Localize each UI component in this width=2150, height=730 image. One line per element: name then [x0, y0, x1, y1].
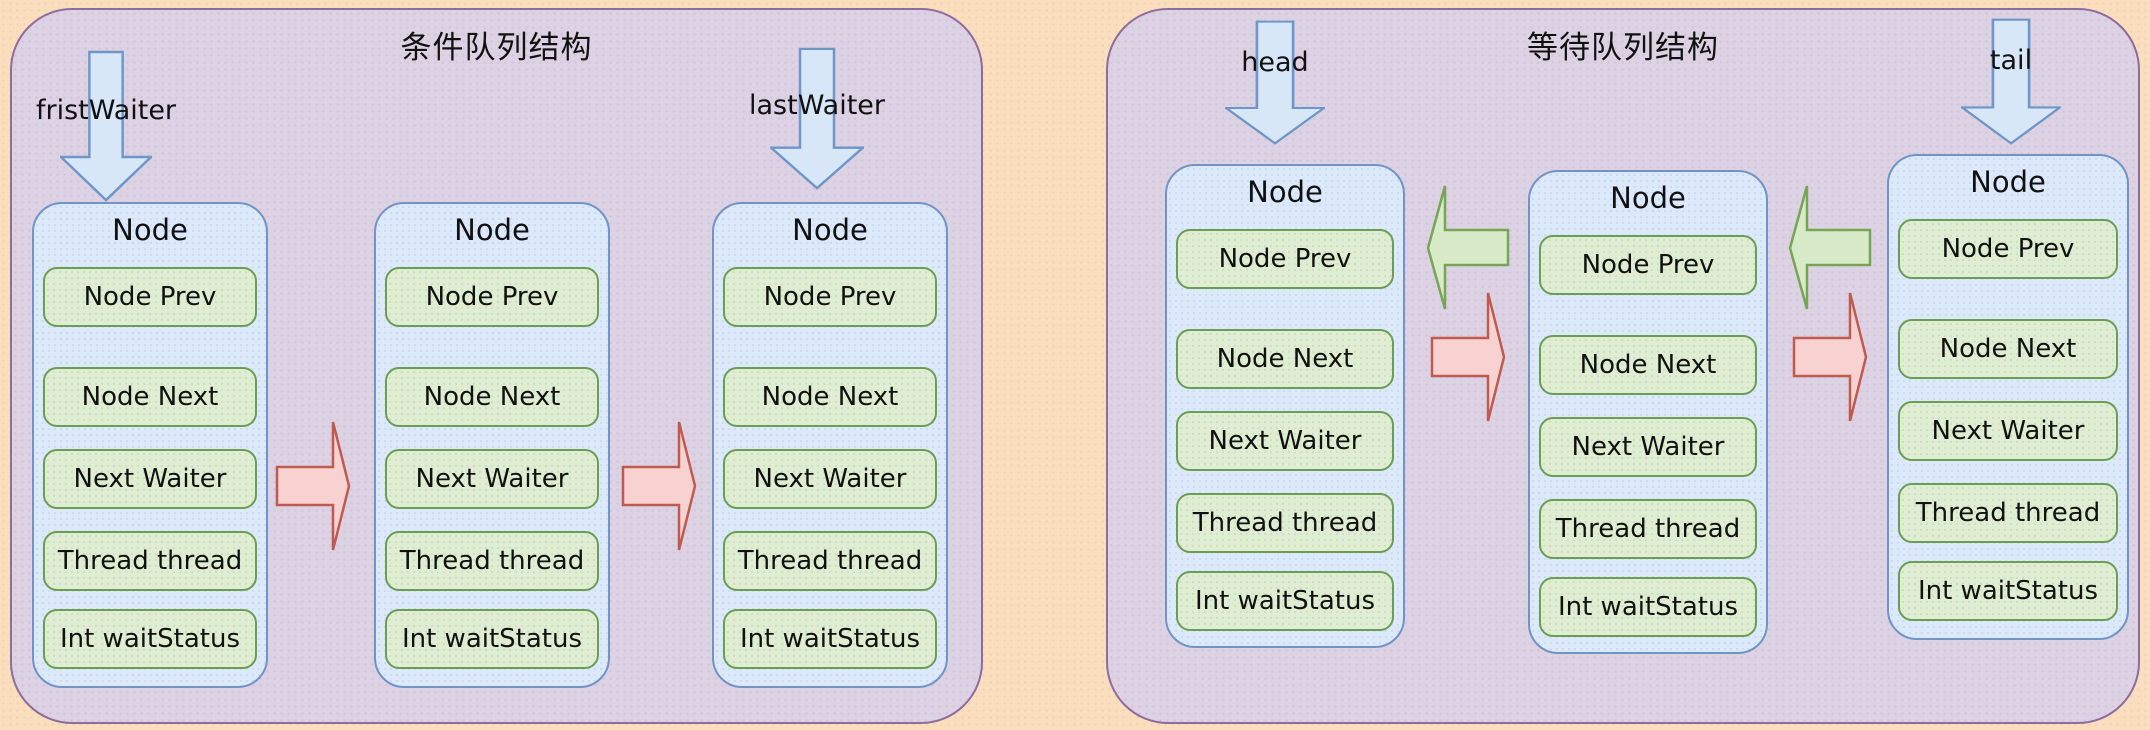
node-field: Node Next [385, 367, 599, 427]
node-title: Node [112, 213, 188, 247]
node-field: Thread thread [43, 531, 257, 591]
node-field: Next Waiter [43, 449, 257, 509]
node-title: Node [1970, 165, 2046, 199]
node-field: Thread thread [1898, 483, 2118, 543]
node-field: Node Next [723, 367, 937, 427]
node-field: Int waitStatus [1898, 561, 2118, 621]
node: Node Node Prev Node Next Next Waiter Thr… [374, 202, 610, 688]
pointer-head: head [1225, 20, 1325, 145]
node: Node Node Prev Node Next Next Waiter Thr… [1528, 170, 1768, 654]
node-title: Node [1610, 181, 1686, 215]
node-title: Node [1247, 175, 1323, 209]
node-field: Thread thread [385, 531, 599, 591]
node: Node Node Prev Node Next Next Waiter Thr… [1887, 154, 2129, 640]
node: Node Node Prev Node Next Next Waiter Thr… [32, 202, 268, 688]
node-field: Node Next [1176, 329, 1394, 389]
node-field: Node Next [1539, 335, 1757, 395]
next-pointer-arrow-icon [1430, 291, 1506, 423]
down-arrow-icon [60, 50, 152, 202]
pointer-label: head [1241, 47, 1309, 78]
node-field: Int waitStatus [43, 609, 257, 669]
node-field: Next Waiter [1898, 401, 2118, 461]
node-title: Node [454, 213, 530, 247]
node-field: Node Prev [43, 267, 257, 327]
node-field: Thread thread [1539, 499, 1757, 559]
pointer-label: fristWaiter [35, 95, 177, 126]
pointer-lastwaiter: lastWaiter [749, 47, 885, 190]
node-field: Thread thread [723, 531, 937, 591]
pointer-tail: tail [1961, 18, 2061, 145]
pointer-fristwaiter: fristWaiter [36, 50, 176, 202]
panel-title: 条件队列结构 [400, 30, 593, 66]
panel-title: 等待队列结构 [1527, 30, 1719, 66]
next-pointer-arrow-icon [275, 420, 351, 552]
next-pointer-arrow-icon [621, 420, 697, 552]
node-field: Next Waiter [1539, 417, 1757, 477]
next-pointer-arrow-icon [1792, 291, 1868, 423]
node-field: Thread thread [1176, 493, 1394, 553]
node-title: Node [792, 213, 868, 247]
node-field: Int waitStatus [1539, 577, 1757, 637]
pointer-label: tail [1989, 45, 2033, 76]
down-arrow-icon [1961, 18, 2061, 145]
node-field: Node Prev [1898, 219, 2118, 279]
down-arrow-icon [1225, 20, 1325, 145]
prev-pointer-arrow-icon [1788, 184, 1872, 311]
node-field: Node Prev [723, 267, 937, 327]
node-field: Next Waiter [385, 449, 599, 509]
node-field: Next Waiter [723, 449, 937, 509]
node-field: Node Prev [1176, 229, 1394, 289]
panel-wait-queue: 等待队列结构 head tail Node Node Prev Node Nex… [1106, 8, 2140, 724]
node-field: Int waitStatus [723, 609, 937, 669]
node-field: Node Prev [1539, 235, 1757, 295]
panel-condition-queue: 条件队列结构 fristWaiter lastWaiter Node Node … [10, 8, 983, 724]
pointer-label: lastWaiter [748, 90, 886, 121]
prev-pointer-arrow-icon [1426, 184, 1510, 311]
node-field: Node Prev [385, 267, 599, 327]
node-field: Node Next [43, 367, 257, 427]
node: Node Node Prev Node Next Next Waiter Thr… [712, 202, 948, 688]
node: Node Node Prev Node Next Next Waiter Thr… [1165, 164, 1405, 648]
node-field: Int waitStatus [385, 609, 599, 669]
node-field: Node Next [1898, 319, 2118, 379]
node-field: Int waitStatus [1176, 571, 1394, 631]
node-field: Next Waiter [1176, 411, 1394, 471]
down-arrow-icon [770, 47, 864, 190]
